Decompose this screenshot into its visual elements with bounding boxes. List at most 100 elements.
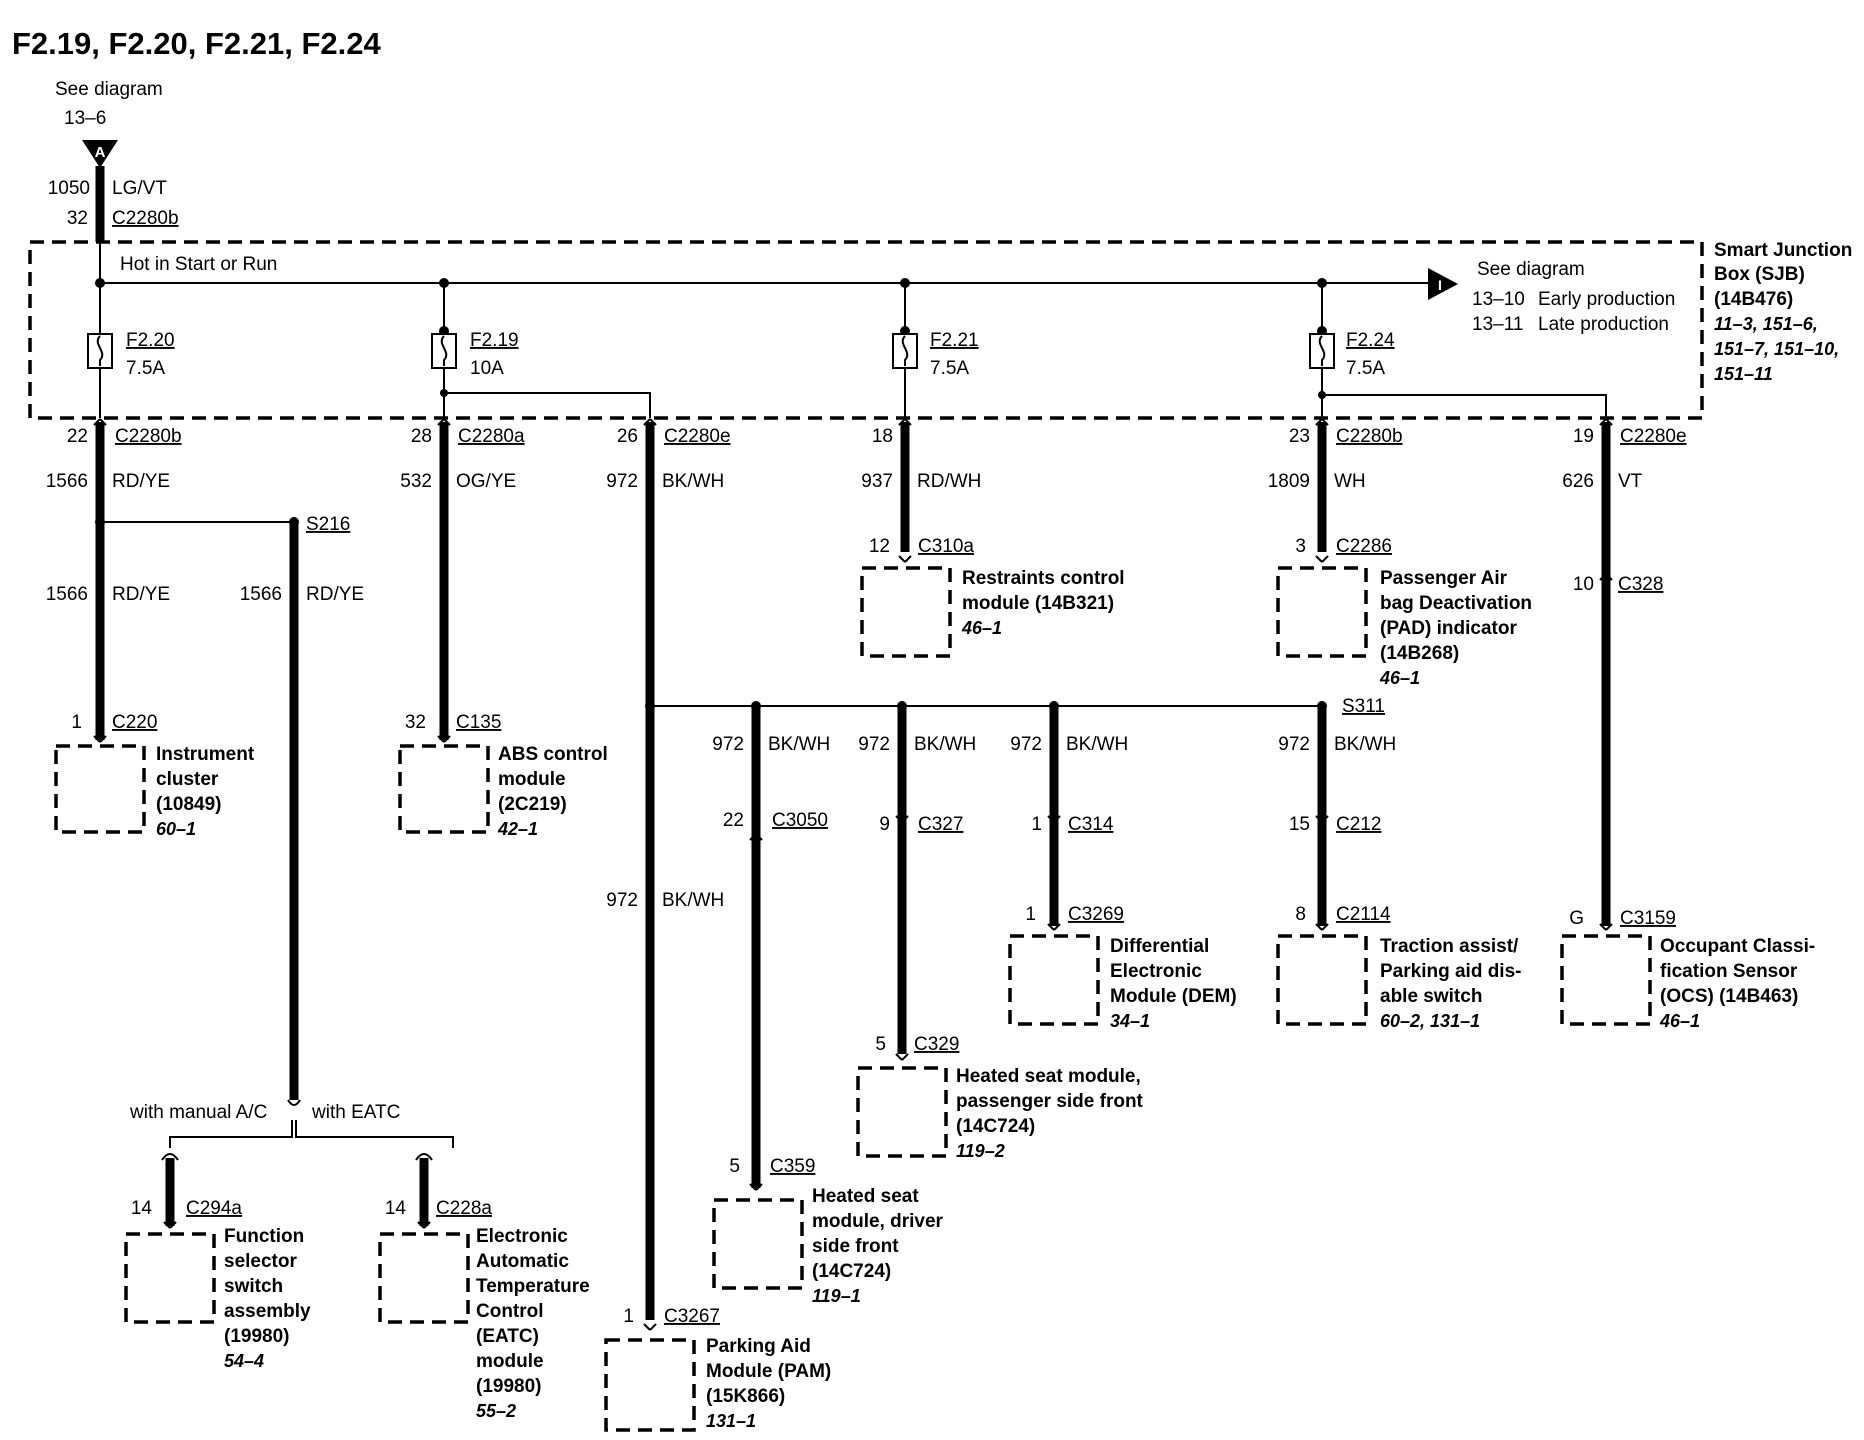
sjb-refs-line3: 151–11 (1714, 364, 1773, 384)
branch-wire-number: 972 (1010, 734, 1042, 755)
feed-wire-color: LG/VT (112, 178, 167, 199)
branch-wire-color: BK/WH (1334, 734, 1396, 755)
inline-connector: C314 (1068, 814, 1114, 835)
connector-i-icon[interactable]: I (1428, 268, 1458, 300)
component-pin: 8 (1295, 904, 1306, 925)
occupant-classification-sensor[interactable] (1560, 923, 1652, 1026)
fuse-rating: 7.5A (930, 358, 969, 379)
sjb-out-pin: 19 (1573, 426, 1594, 447)
sjb-late-label: Late production (1538, 314, 1669, 335)
component-label: Temperature (476, 1276, 590, 1297)
option-eatc-label: with EATC (311, 1102, 400, 1123)
component-label: Traction assist/ (1380, 936, 1519, 957)
component-label: selector (224, 1251, 297, 1272)
component-ref: 46–1 (1659, 1011, 1700, 1031)
sjb-out-pin: 26 (617, 426, 638, 447)
sjb-out-color: VT (1618, 471, 1643, 492)
sjb-see-diagram-label: See diagram (1477, 259, 1585, 280)
inline-pin: 9 (879, 814, 890, 835)
option-manual-label: with manual A/C (129, 1102, 267, 1123)
component-connector: C228a (436, 1198, 492, 1219)
component-connector: C310a (918, 536, 974, 557)
feed-connector: C2280b (112, 208, 179, 229)
sjb-name-line2: Box (SJB) (1714, 264, 1805, 285)
connector-a-tag: A (95, 144, 106, 161)
component-label: Passenger Air (1380, 568, 1508, 589)
fuse-f2-21[interactable] (892, 283, 918, 418)
inline-pin: 22 (723, 810, 744, 831)
inline-connector: C327 (918, 814, 963, 835)
component-label: Heated seat (812, 1186, 919, 1207)
sjb-out-wire: 1809 (1268, 471, 1310, 492)
component-label: Function (224, 1226, 304, 1247)
branch-wire-number: 972 (606, 890, 638, 911)
component-ref: 55–2 (476, 1401, 516, 1421)
component-label: (19980) (476, 1376, 542, 1397)
component-label: (10849) (156, 794, 222, 815)
branch-wire-number: 972 (858, 734, 890, 755)
traction-assist-switch[interactable] (1276, 923, 1368, 1026)
component-pin: 14 (131, 1198, 153, 1219)
differential-electronic-module[interactable] (1008, 923, 1100, 1026)
branch-wire-color: RD/YE (306, 584, 364, 605)
branch-wire-color: BK/WH (914, 734, 976, 755)
sjb-out-wire: 937 (861, 471, 893, 492)
component-connector: C220 (112, 712, 157, 733)
inline-pin: 1 (1031, 814, 1042, 835)
parking-aid-module[interactable] (604, 1323, 696, 1432)
restraints-control-module[interactable] (860, 555, 952, 658)
sjb-out-connector: C2280b (115, 426, 182, 447)
eatc-module[interactable] (378, 1221, 470, 1324)
component-label: Parking Aid (706, 1336, 811, 1357)
fuse-f2-19[interactable] (431, 283, 651, 418)
sjb-out-color: RD/YE (112, 471, 170, 492)
sjb-refs-line2: 151–7, 151–10, (1714, 339, 1839, 359)
sjb-out-connector: C2280a (458, 426, 525, 447)
inline-connector: C3050 (772, 810, 828, 831)
inline-pin: 10 (1573, 574, 1594, 595)
component-label: Module (PAM) (706, 1361, 831, 1382)
component-label: (14C724) (956, 1116, 1035, 1137)
sjb-box (28, 240, 1704, 420)
component-label: fication Sensor (1660, 961, 1798, 982)
component-label: passenger side front (956, 1091, 1144, 1112)
connector-a-icon[interactable]: A (82, 140, 118, 168)
fuse-rating: 7.5A (1346, 358, 1385, 379)
component-label: side front (812, 1236, 899, 1257)
fuse-name: F2.20 (126, 330, 175, 351)
heated-seat-module-passenger[interactable] (856, 1053, 948, 1158)
branch-wire-number: 972 (712, 734, 744, 755)
sjb-early-label: Early production (1538, 289, 1675, 310)
pad-indicator[interactable] (1276, 555, 1368, 658)
component-ref: 119–1 (812, 1286, 861, 1306)
fuse-f2-20[interactable] (87, 283, 113, 418)
see-diagram-label: See diagram (55, 79, 163, 100)
component-pin: 1 (71, 712, 82, 733)
component-label: cluster (156, 769, 219, 790)
option-bracket-eatc (295, 1120, 454, 1148)
splice-s311-label: S311 (1342, 696, 1385, 717)
branch-wire-color: BK/WH (1066, 734, 1128, 755)
function-selector-switch[interactable] (124, 1221, 216, 1324)
fuse-f2-24[interactable] (1309, 283, 1607, 418)
sjb-out-connector: C2280e (664, 426, 731, 447)
component-label: Heated seat module, (956, 1066, 1141, 1087)
component-label: Electronic (1110, 961, 1202, 982)
component-label: Electronic (476, 1226, 568, 1247)
component-label: (PAD) indicator (1380, 618, 1517, 639)
component-label: (OCS) (14B463) (1660, 986, 1798, 1007)
component-label: able switch (1380, 986, 1482, 1007)
component-connector: C3267 (664, 1306, 720, 1327)
abs-control-module[interactable] (398, 735, 490, 834)
sjb-name-line3: (14B476) (1714, 289, 1793, 310)
component-label: Occupant Classi- (1660, 936, 1815, 957)
fuse-name: F2.21 (930, 330, 979, 351)
component-connector: C3269 (1068, 904, 1124, 925)
component-label: (14C724) (812, 1261, 891, 1282)
sjb-out-pin: 22 (67, 426, 88, 447)
fuse-name: F2.19 (470, 330, 519, 351)
component-ref: 60–1 (156, 819, 196, 839)
heated-seat-module-driver[interactable] (712, 1183, 804, 1290)
instrument-cluster[interactable] (54, 735, 146, 834)
